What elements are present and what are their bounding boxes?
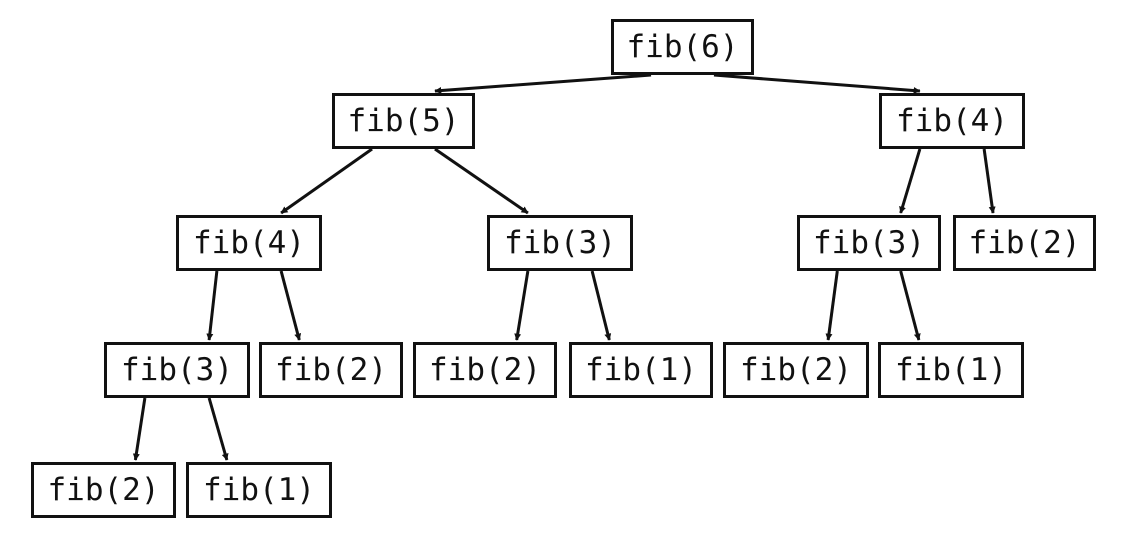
node-fib-2: fib(2): [723, 342, 869, 398]
edge-arrow: [514, 270, 530, 341]
node-fib-3: fib(3): [104, 342, 250, 398]
node-fib-2: fib(2): [259, 342, 403, 398]
edge-arrow: [434, 73, 652, 95]
edge-arrow: [132, 397, 147, 461]
edge-arrow: [207, 397, 229, 461]
node-fib-6: fib(6): [611, 19, 754, 75]
edge-arrow: [279, 270, 302, 341]
edge-arrow: [982, 148, 996, 214]
node-fib-2: fib(2): [31, 462, 176, 518]
node-fib-1: fib(1): [186, 462, 332, 518]
node-fib-1: fib(1): [569, 342, 713, 398]
node-fib-3: fib(3): [797, 215, 941, 271]
edge-arrow: [590, 270, 612, 341]
edge-arrow: [206, 270, 219, 341]
edge-arrow: [434, 147, 529, 215]
node-fib-4: fib(4): [176, 215, 322, 271]
node-fib-3: fib(3): [487, 215, 633, 271]
node-fib-1: fib(1): [878, 342, 1024, 398]
edge-arrow: [280, 147, 373, 215]
edge-arrow: [899, 270, 921, 341]
edge-arrow: [899, 148, 922, 214]
node-fib-2: fib(2): [953, 215, 1096, 271]
node-fib-2: fib(2): [413, 342, 557, 398]
edge-arrow: [713, 73, 921, 95]
node-fib-5: fib(5): [332, 93, 475, 149]
node-fib-4: fib(4): [879, 93, 1025, 149]
edge-arrow: [825, 270, 839, 341]
